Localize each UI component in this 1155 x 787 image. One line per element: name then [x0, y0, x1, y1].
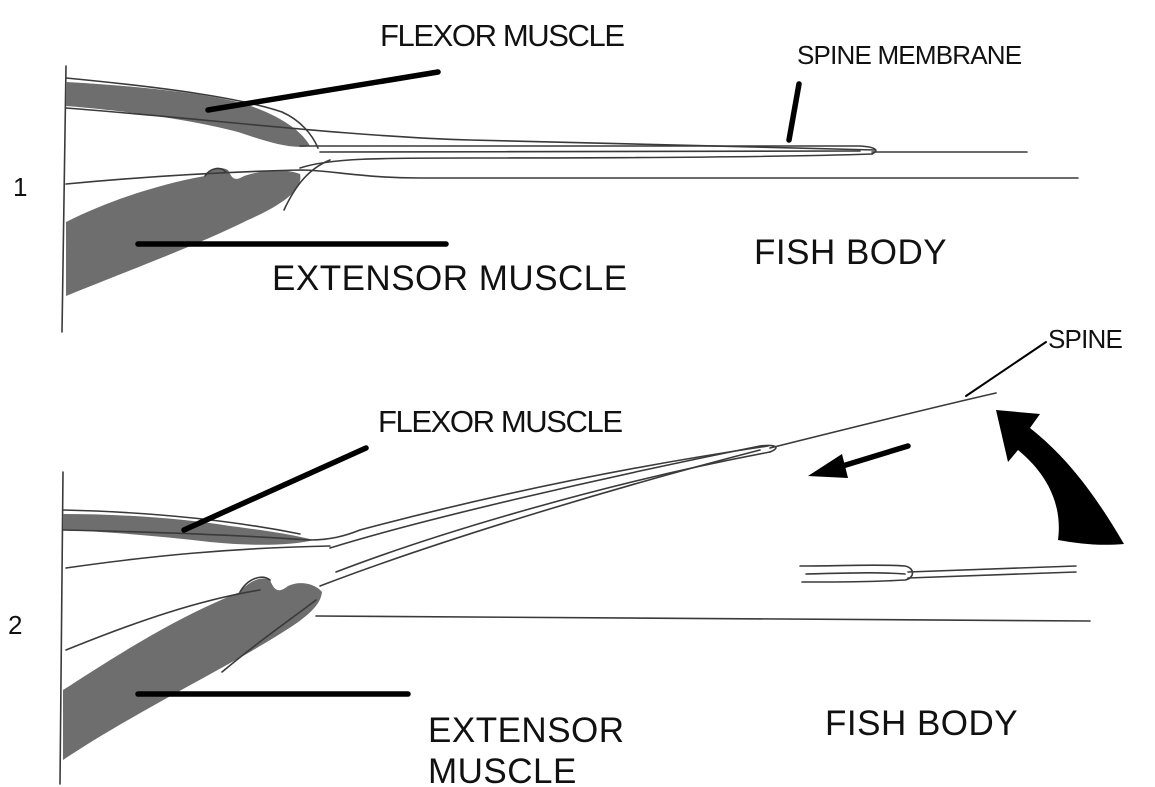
- panel-1-extensor-muscle-shape: [66, 168, 300, 296]
- panel-2-flexor-leader: [184, 448, 366, 530]
- panel-2-inset-spine-tail: [908, 566, 1076, 572]
- panel-2-pull-arrow-shaft: [836, 446, 908, 468]
- panel-1-fish-body-label: FISH BODY: [754, 233, 947, 272]
- panel-1-spine-outline-top: [300, 146, 876, 154]
- panel-1-spine-outline-bottom: [300, 154, 872, 168]
- panel-2-flexor-label: FLEXOR MUSCLE: [378, 404, 622, 439]
- panel-2-rotate-arrow: [996, 410, 1124, 545]
- panel-1-membrane-leader: [789, 84, 799, 140]
- panel-1-flexor-leader: [208, 72, 438, 110]
- panel-2-spine-outline-bottom: [336, 452, 770, 572]
- panel-1-number: 1: [13, 172, 27, 202]
- panel-2-lower-line: [66, 546, 330, 568]
- panel-1-spine-membrane-label: SPINE MEMBRANE: [797, 40, 1022, 70]
- panel-2-fish-body-label: FISH BODY: [825, 704, 1018, 743]
- panel-2-extensor-label-line2: MUSCLE: [428, 752, 577, 787]
- panel-2-spine-leader: [966, 342, 1046, 396]
- panel-2-number: 2: [8, 610, 22, 640]
- panel-2-body-edge: [60, 472, 63, 784]
- panel-2-spine-inner: [320, 450, 760, 586]
- panel-1: 1 FLEXOR MUSCLE SPINE MEMBRANE FISH BODY…: [13, 18, 1078, 332]
- panel-2: 2 SPINE FLEXOR MUSCLE: [8, 324, 1124, 787]
- panel-2-spine-label: SPINE: [1048, 324, 1122, 354]
- panel-1-extensor-label: EXTENSOR MUSCLE: [272, 259, 628, 298]
- panel-2-inset-spine-tail-2: [908, 572, 1076, 578]
- panel-2-spine-tip: [770, 393, 996, 448]
- panel-1-body-edge: [62, 66, 66, 332]
- panel-2-inset-spine-inner: [806, 573, 905, 574]
- panel-2-extensor-label-line1: EXTENSOR: [428, 711, 625, 750]
- panel-2-pull-arrow-head: [808, 454, 848, 478]
- panel-1-spine-inner: [320, 151, 860, 152]
- panel-2-body-surface: [316, 616, 1090, 621]
- panel-1-flexor-label: FLEXOR MUSCLE: [380, 18, 624, 53]
- panel-2-spine-outline-top: [330, 445, 776, 548]
